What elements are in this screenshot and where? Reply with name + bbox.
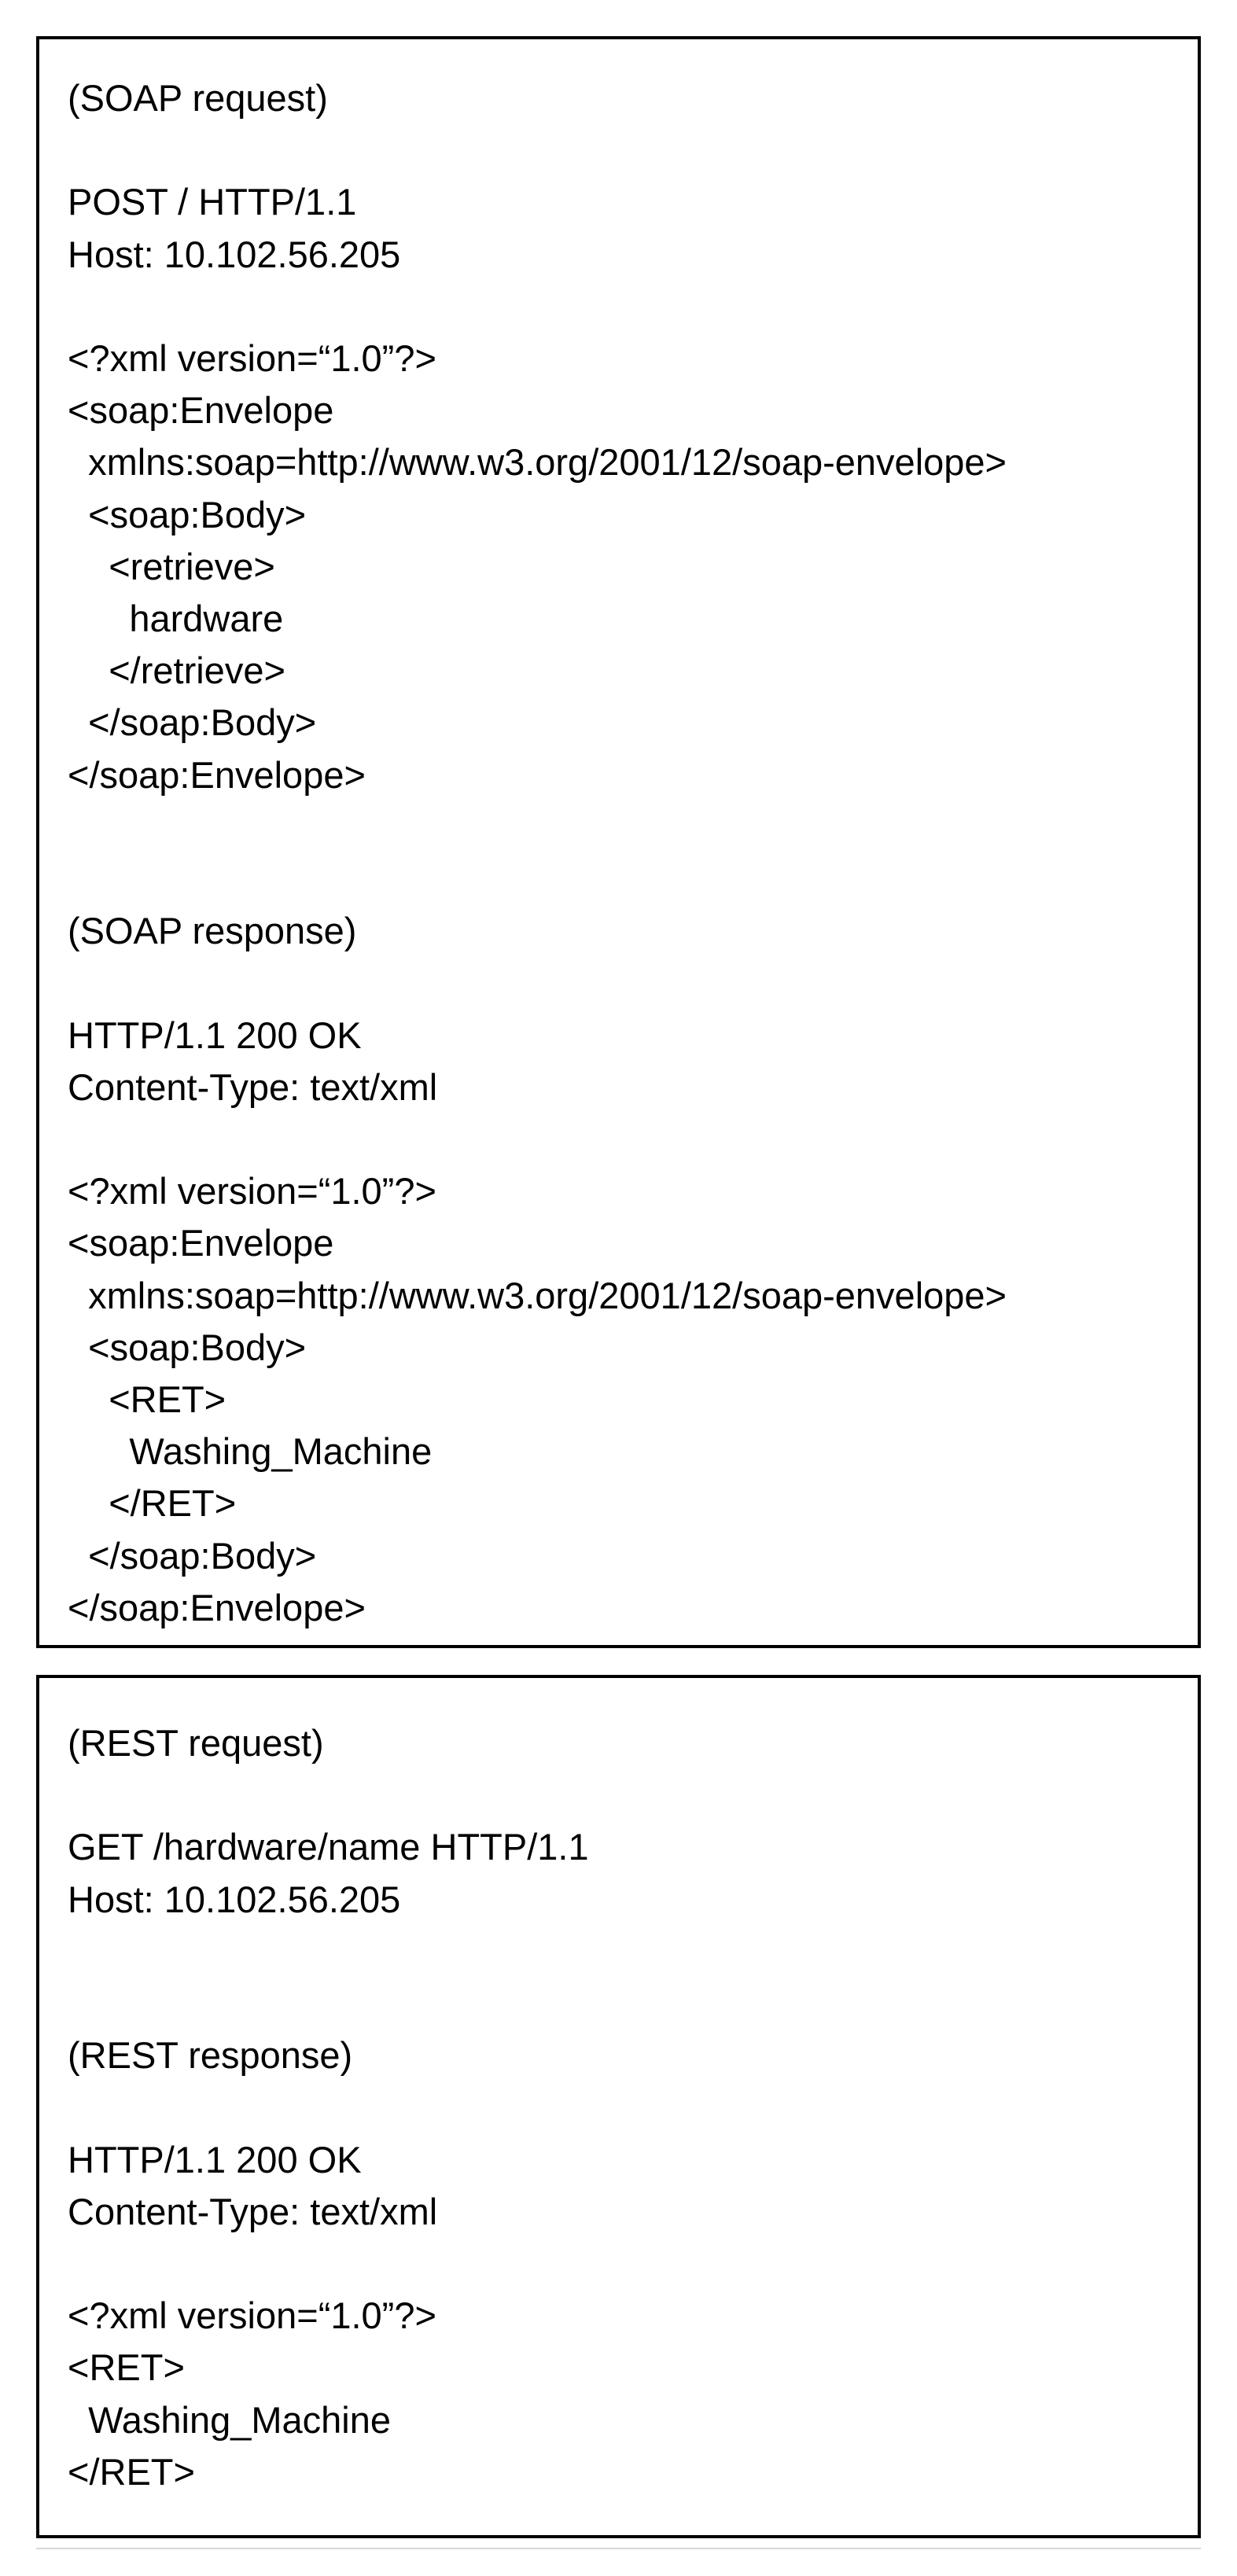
soap-line: xmlns:soap=http://www.w3.org/2001/12/soa… [68, 1274, 1007, 1316]
soap-line: <soap:Body> [68, 1326, 307, 1368]
rest-example-box: (REST request) GET /hardware/name HTTP/1.… [36, 1675, 1201, 2538]
soap-line: <RET> [68, 1378, 226, 1420]
soap-line: Washing_Machine [68, 1430, 433, 1473]
rest-line: Content-Type: text/xml [68, 2190, 438, 2232]
soap-line: Content-Type: text/xml [68, 1065, 438, 1108]
soap-line: </retrieve> [68, 650, 285, 692]
rest-line: (REST request) [68, 1722, 324, 1764]
soap-line: xmlns:soap=http://www.w3.org/2001/12/soa… [68, 441, 1007, 484]
rest-line: Host: 10.102.56.205 [68, 1878, 401, 1920]
rest-line: </RET> [68, 2450, 195, 2493]
soap-line: <soap:Envelope [68, 389, 334, 432]
soap-line: (SOAP request) [68, 77, 328, 119]
soap-line: </soap:Envelope> [68, 1586, 366, 1628]
soap-line: </soap:Body> [68, 701, 317, 744]
soap-line: POST / HTTP/1.1 [68, 181, 357, 223]
soap-line: <?xml version=“1.0”?> [68, 337, 436, 379]
soap-line: hardware [68, 598, 284, 639]
rest-line: GET /hardware/name HTTP/1.1 [68, 1826, 589, 1868]
soap-line: <retrieve> [68, 545, 275, 587]
rest-line: <RET> [68, 2346, 185, 2389]
soap-line: <soap:Body> [68, 493, 307, 535]
rest-line: <?xml version=“1.0”?> [68, 2294, 436, 2337]
soap-line: </soap:Body> [68, 1534, 317, 1577]
soap-line: Host: 10.102.56.205 [68, 233, 401, 275]
soap-line: <?xml version=“1.0”?> [68, 1170, 436, 1213]
soap-line: HTTP/1.1 200 OK [68, 1014, 362, 1056]
bottom-divider [36, 2548, 1201, 2549]
soap-line: </soap:Envelope> [68, 753, 366, 796]
soap-line: <soap:Envelope [68, 1222, 334, 1264]
soap-line: </RET> [68, 1482, 237, 1525]
rest-line: (REST response) [68, 2034, 353, 2077]
soap-line: (SOAP response) [68, 910, 357, 952]
rest-line: Washing_Machine [68, 2398, 392, 2441]
rest-line: HTTP/1.1 200 OK [68, 2138, 362, 2180]
